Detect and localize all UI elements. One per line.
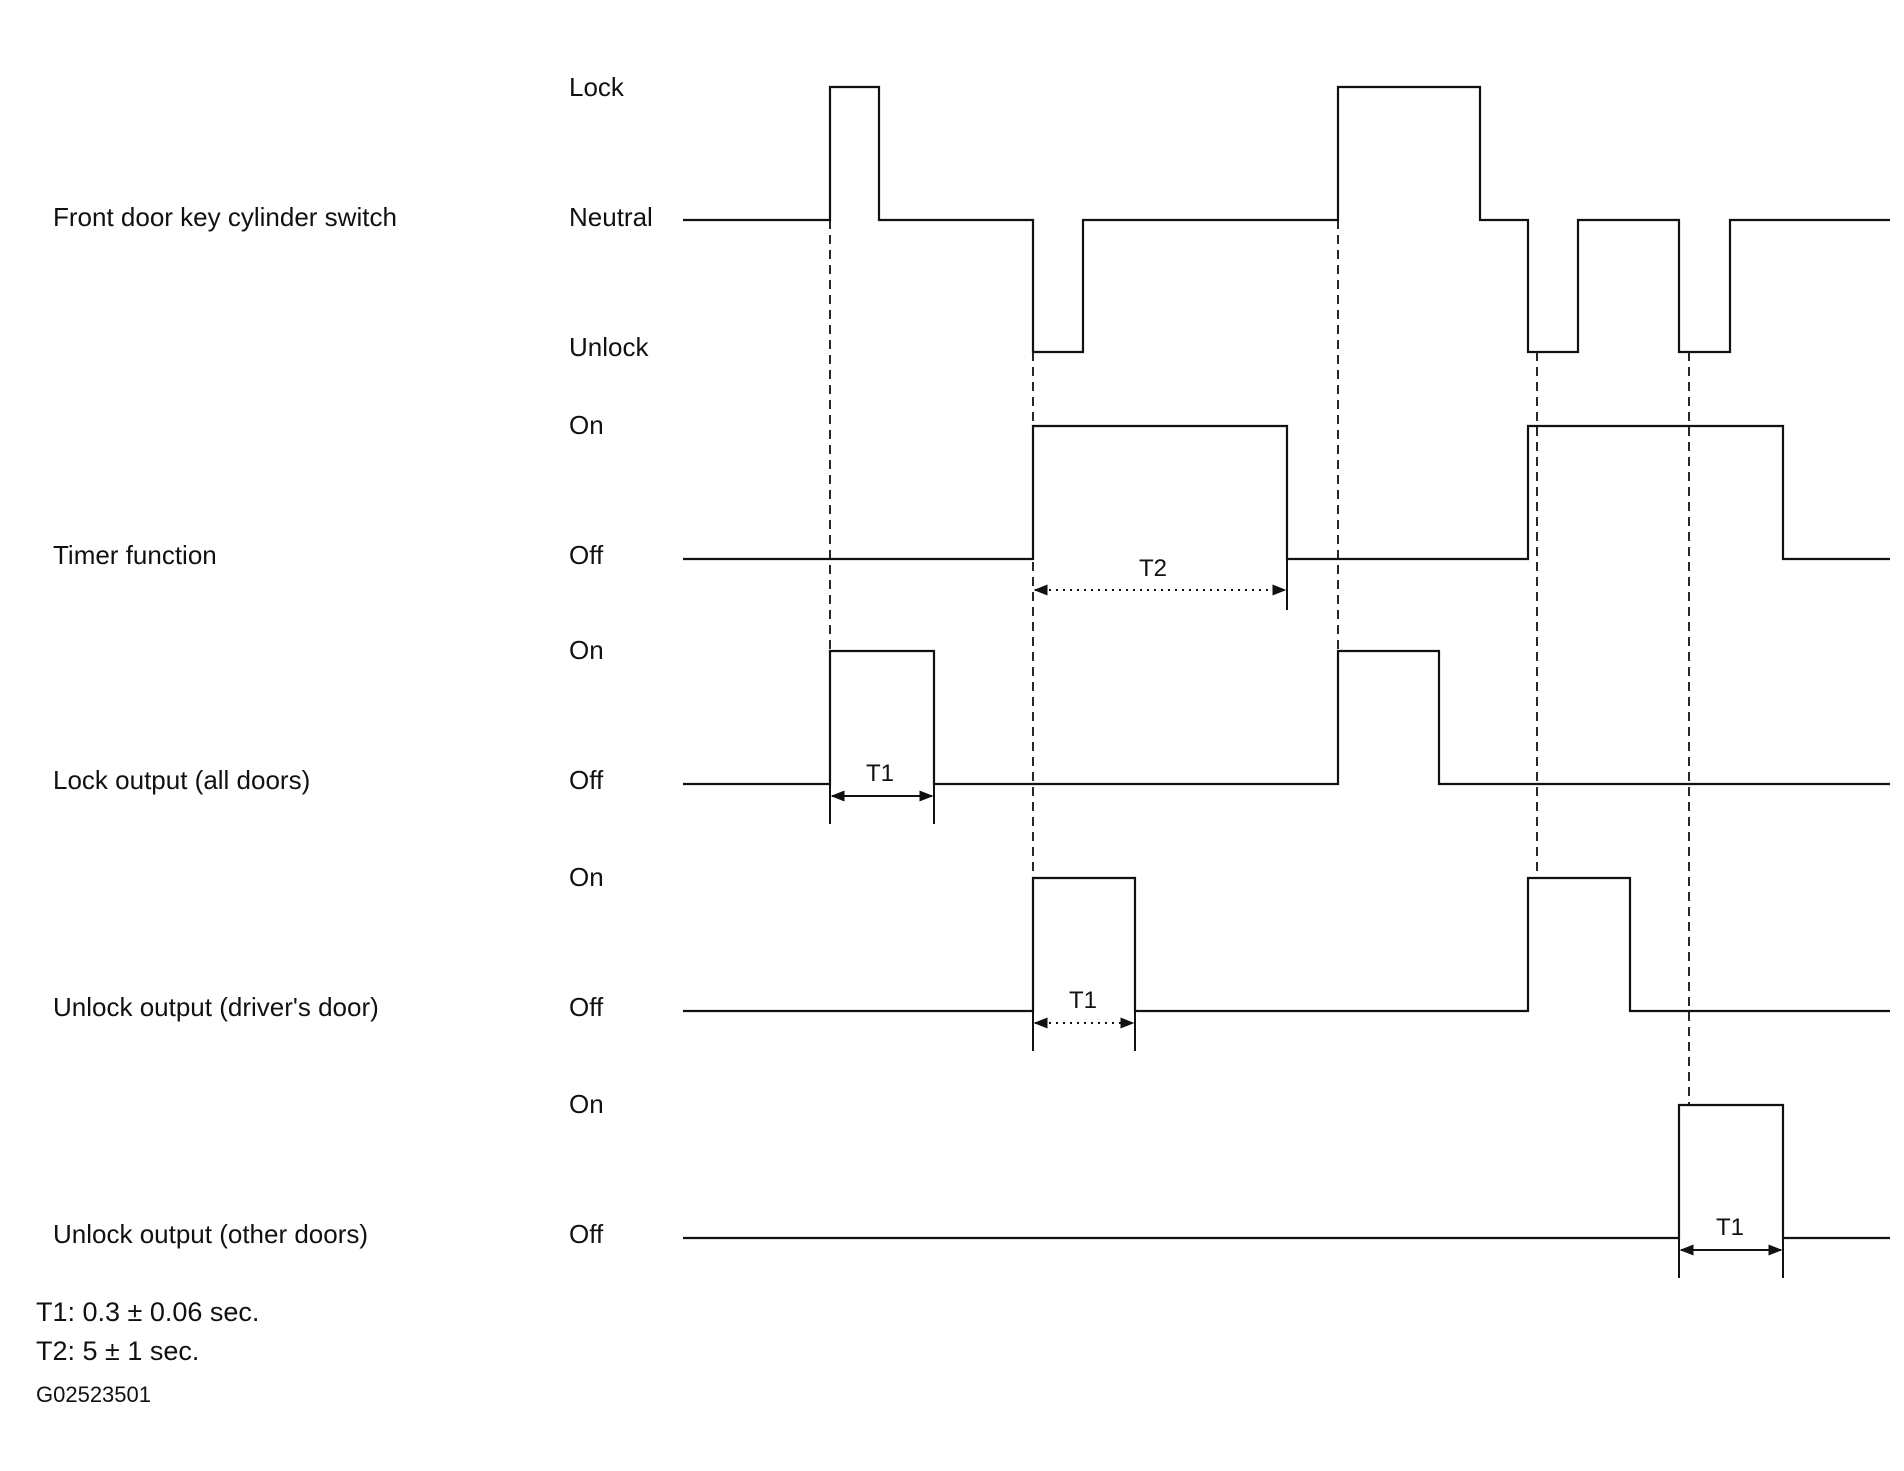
- signal-name-unlock-output-other: Unlock output (other doors): [53, 1219, 368, 1249]
- timing-diagram: Front door key cylinder switch Timer fun…: [53, 72, 1890, 1278]
- level-label-timer-off: Off: [569, 540, 604, 570]
- waveform-unlock-output-other: [683, 1103, 1890, 1240]
- signal-name-timer-function: Timer function: [53, 540, 217, 570]
- level-label-lock-output-off: Off: [569, 765, 604, 795]
- legend-t2: T2: 5 ± 1 sec.: [36, 1336, 200, 1366]
- level-label-unlock-driver-on: On: [569, 862, 604, 892]
- level-label-lock: Lock: [569, 72, 625, 102]
- waveform-unlock-output-driver: [683, 876, 1890, 1013]
- t1-driver-label: T1: [1069, 987, 1097, 1014]
- level-label-unlock-other-off: Off: [569, 1219, 604, 1249]
- legend-t1: T1: 0.3 ± 0.06 sec.: [36, 1297, 260, 1327]
- level-label-lock-output-on: On: [569, 635, 604, 665]
- t1-other-label: T1: [1716, 1214, 1744, 1241]
- level-label-unlock-other-on: On: [569, 1089, 604, 1119]
- t2-label: T2: [1139, 555, 1167, 582]
- waveform-timer-function: [683, 424, 1890, 561]
- waveform-key-cylinder-switch: [683, 85, 1890, 354]
- level-label-timer-on: On: [569, 410, 604, 440]
- figure-id: G02523501: [36, 1382, 151, 1407]
- signal-name-key-cylinder-switch: Front door key cylinder switch: [53, 202, 397, 232]
- level-label-unlock-driver-off: Off: [569, 992, 604, 1022]
- t1-lock-label: T1: [866, 760, 894, 787]
- level-label-neutral: Neutral: [569, 202, 653, 232]
- signal-name-unlock-output-driver: Unlock output (driver's door): [53, 992, 379, 1022]
- level-label-unlock: Unlock: [569, 332, 649, 362]
- waveform-lock-output: [683, 649, 1890, 786]
- signal-name-lock-output: Lock output (all doors): [53, 765, 310, 795]
